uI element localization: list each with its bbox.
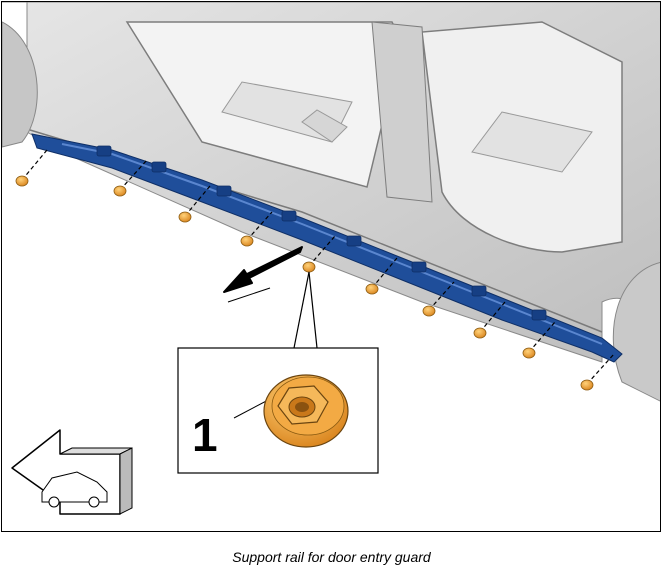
nut-2 (113, 185, 127, 197)
vehicle-body (2, 2, 660, 402)
callout-number: 1 (192, 409, 218, 461)
support-rail (31, 133, 623, 363)
nut-1 (15, 175, 29, 187)
figure-caption: Support rail for door entry guard (232, 549, 431, 565)
nut-9 (522, 347, 536, 359)
figure-frame: 1 (1, 1, 661, 532)
mounting-nuts (15, 149, 615, 391)
nut-10 (580, 379, 594, 391)
callout-box (177, 347, 379, 474)
nut-8 (473, 327, 487, 339)
vehicle-orientation-arrow-icon (11, 429, 133, 515)
nut-7 (422, 305, 436, 317)
nut-3 (178, 211, 192, 223)
removal-direction-arrow-icon (223, 246, 303, 303)
figure-illustration (2, 2, 660, 515)
nut-5 (302, 261, 316, 273)
nut-6 (365, 283, 379, 295)
callout-leader (293, 271, 318, 349)
nut-4 (240, 235, 254, 247)
flange-nut-icon (263, 374, 349, 448)
